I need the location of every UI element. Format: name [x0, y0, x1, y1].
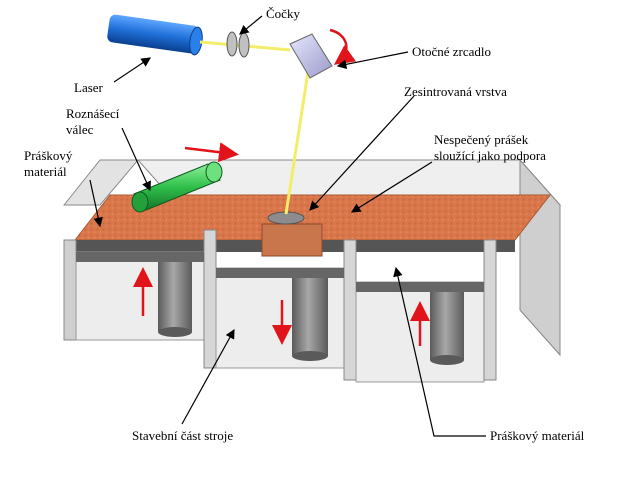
- leader-spreader: [121, 127, 151, 192]
- divider-wall-2: [343, 239, 357, 381]
- right-platform: [356, 282, 484, 292]
- leader-unsintered: [350, 161, 433, 213]
- label-laser: Laser: [74, 80, 104, 95]
- label-powder-right: Práškový materiál: [490, 428, 585, 443]
- center-platform: [216, 268, 344, 278]
- lens-2: [238, 32, 250, 58]
- label-build-part: Stavební část stroje: [132, 428, 233, 443]
- label-lenses: Čočky: [266, 6, 300, 21]
- leader-sintered: [309, 95, 415, 211]
- roller-direction-arrow: [184, 142, 239, 163]
- left-piston-base: [158, 327, 192, 337]
- lens-1: [226, 31, 238, 57]
- front-wall-left: [63, 239, 77, 341]
- label-spreader-line1: Roznášecí: [66, 106, 120, 121]
- label-powder-left-line2: materiál: [24, 164, 67, 179]
- sintered-part: [261, 223, 323, 257]
- leader-lenses: [239, 15, 263, 35]
- label-powder-left-line1: Práškový: [24, 148, 73, 163]
- left-piston: [158, 262, 192, 332]
- divider-wall-1: [203, 229, 217, 369]
- label-mirror: Otočné zrcadlo: [412, 44, 491, 59]
- leader-mirror: [336, 51, 409, 70]
- label-unsintered-line1: Nespečený prášek: [434, 132, 529, 147]
- center-piston: [292, 278, 328, 356]
- front-wall-right: [483, 239, 497, 381]
- rotating-mirror: [289, 33, 333, 79]
- left-back-wall: [62, 159, 140, 206]
- left-platform: [76, 252, 204, 262]
- roller: [131, 161, 223, 213]
- mirror-rotation-arrow: [329, 28, 357, 65]
- leader-laser: [113, 57, 151, 83]
- center-piston-base: [292, 351, 328, 361]
- laser-unit: [107, 14, 203, 56]
- leader-powder-right: [393, 266, 486, 437]
- label-spreader-line2: válec: [66, 122, 94, 137]
- leader-powder-left: [89, 179, 103, 228]
- label-unsintered-line2: sloužící jako podpora: [434, 148, 546, 163]
- label-sintered-layer: Zesintrovaná vrstva: [404, 84, 507, 99]
- leader-build-part: [181, 328, 235, 425]
- right-piston-base: [430, 355, 464, 365]
- right-side-wall: [519, 158, 561, 357]
- laser-beam-down: [284, 71, 310, 215]
- right-piston: [430, 292, 464, 360]
